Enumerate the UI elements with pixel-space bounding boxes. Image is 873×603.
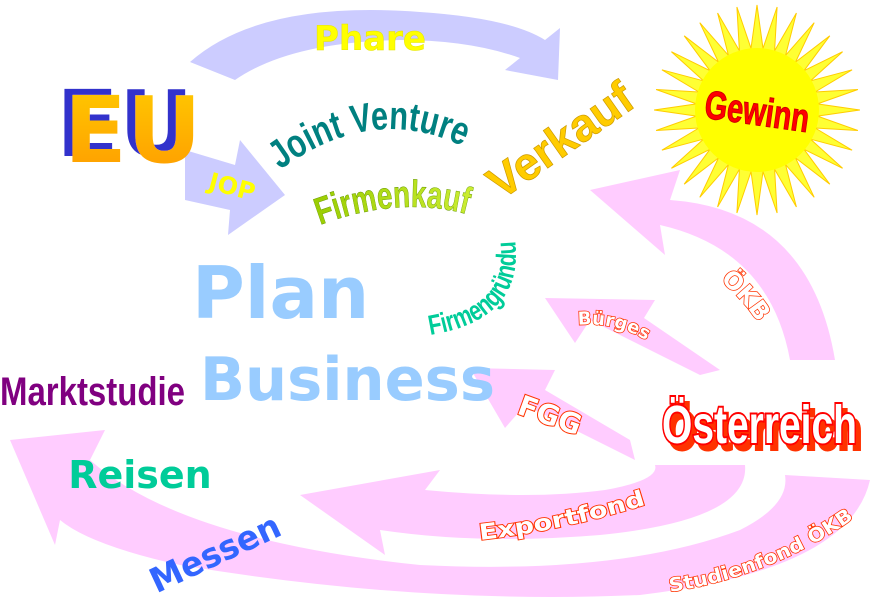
marktstudie-label: Marktstudie	[0, 370, 185, 414]
reisen-label: Reisen	[68, 453, 212, 497]
eu-label: EU	[64, 77, 202, 184]
plan-label: Plan	[192, 251, 369, 335]
studienfond-arrow	[10, 430, 870, 597]
business-label: Business	[200, 345, 495, 415]
joint-venture-label: Joint Venture	[260, 94, 477, 177]
buerges-arrow	[545, 298, 720, 375]
oesterreich-label: Österreich	[662, 395, 857, 455]
phare-arrow	[190, 10, 560, 80]
sun-icon	[654, 4, 860, 216]
exportfond-arrow	[300, 465, 746, 555]
sun-disc	[695, 48, 819, 172]
phare-label: Phare	[314, 19, 426, 59]
jop-arrow	[185, 140, 285, 235]
firmenkauf-label: Firmenkauf	[309, 174, 475, 233]
joint-venture-text: Joint Venture	[260, 94, 477, 177]
firmenkauf-text: Firmenkauf	[309, 174, 476, 234]
fgg-arrow	[470, 368, 635, 460]
oekb-arrow	[590, 170, 835, 360]
